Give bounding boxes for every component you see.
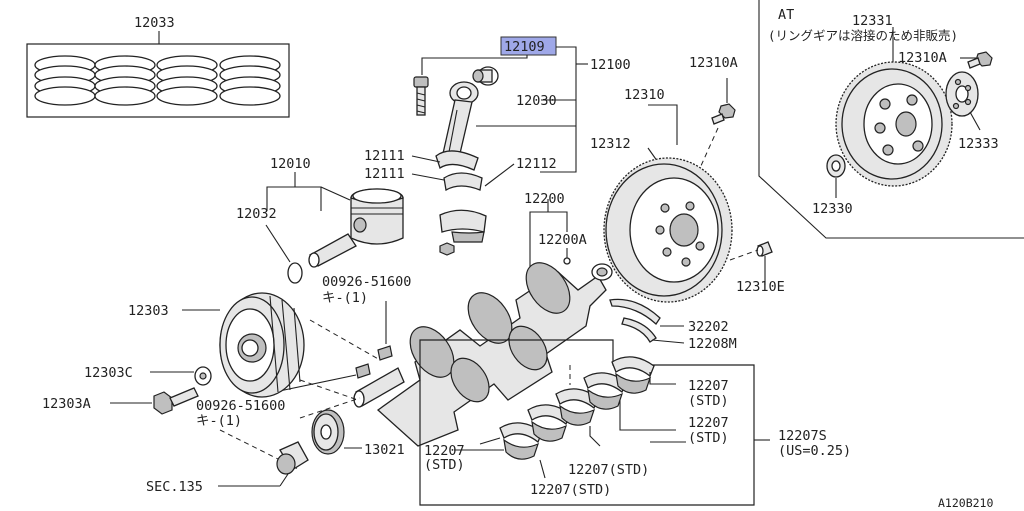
label-at: AT	[778, 7, 794, 23]
piston	[350, 188, 404, 245]
leader-lines	[454, 441, 686, 451]
front-oil-seal[interactable]	[218, 441, 309, 487]
conrod-bolt	[413, 76, 429, 116]
flywheel-dowel	[729, 241, 773, 285]
label-us-note: (US=0.25)	[778, 443, 851, 459]
connecting-rod-group[interactable]	[411, 36, 588, 256]
label-12010: 12010	[270, 156, 311, 172]
label-12303a: 12303A	[42, 396, 91, 412]
label-12200: 12200	[524, 191, 565, 207]
label-12100: 12100	[590, 57, 631, 73]
piston-ring-set-2	[94, 55, 156, 106]
label-12112: 12112	[516, 156, 557, 172]
bearing-shells-upper	[499, 356, 655, 444]
flywheel-mt	[603, 157, 733, 303]
piston-group[interactable]	[265, 172, 404, 284]
label-12207s: 12207S	[778, 428, 827, 444]
label-key-bot: キ-(1)	[196, 413, 242, 429]
label-12032: 12032	[236, 206, 277, 222]
label-std-r1: (STD)	[688, 393, 729, 409]
drive-plate-at	[835, 61, 953, 187]
highlight-box	[500, 36, 557, 56]
label-12303: 12303	[128, 303, 169, 319]
label-12207-mid: 12207(STD)	[568, 462, 649, 478]
part-labels: 12033 12109 12100 12030 12111 12111 1211…	[42, 7, 999, 510]
label-12111-a: 12111	[364, 148, 405, 164]
piston-ring-set-1	[34, 55, 96, 106]
conrod-nut	[439, 242, 455, 256]
small-end-bushing	[472, 66, 499, 86]
crank-sprocket-group[interactable]	[219, 397, 362, 471]
conrod-body	[435, 81, 479, 171]
crank-pilot-bushing	[591, 263, 613, 281]
label-12207-left: 12207	[424, 443, 465, 459]
label-12310a-mt: 12310A	[689, 55, 738, 71]
main-bearings-group[interactable]	[419, 339, 770, 506]
piston-rings-group[interactable]	[26, 31, 290, 118]
label-12310e: 12310E	[736, 279, 785, 295]
crank-pulley	[219, 292, 305, 398]
pin-snap-ring	[287, 262, 303, 284]
label-std-r2: (STD)	[688, 430, 729, 446]
label-12330: 12330	[812, 201, 853, 217]
label-00926-bot: 00926-51600	[196, 398, 285, 414]
flywheel-bolt-mt	[699, 78, 736, 169]
at-reinforce-plate	[945, 71, 981, 131]
conrod-cap	[439, 209, 487, 243]
label-12310: 12310	[624, 87, 665, 103]
label-12312: 12312	[590, 136, 631, 152]
label-std-left: (STD)	[424, 457, 465, 473]
thrust-washers[interactable]	[609, 298, 685, 344]
label-12331: 12331	[852, 13, 893, 29]
label-12109: 12109	[504, 39, 545, 55]
conrod-bearing-upper	[443, 172, 483, 192]
at-bolt	[960, 51, 993, 69]
label-13021: 13021	[364, 442, 405, 458]
label-sec135: SEC.135	[146, 479, 203, 495]
label-12310a-at: 12310A	[898, 50, 947, 66]
label-00926-top: 00926-51600	[322, 274, 411, 290]
piston-ring-set-4	[219, 55, 281, 106]
label-key-top: キ-(1)	[322, 290, 368, 306]
at-section[interactable]	[758, 0, 1024, 239]
at-note: (リングギアは溶接のため非販売)	[768, 28, 958, 43]
label-12208m: 12208M	[688, 336, 737, 352]
bearing-shells-lower	[503, 372, 651, 460]
label-32202: 32202	[688, 319, 729, 335]
label-12207-r2: 12207	[688, 415, 729, 431]
flywheel-mt-group[interactable]	[603, 78, 773, 303]
crank-pulley-group[interactable]	[182, 292, 381, 401]
label-12030: 12030	[516, 93, 557, 109]
label-12200a: 12200A	[538, 232, 587, 248]
label-12111-b: 12111	[364, 166, 405, 182]
label-12303c: 12303C	[84, 365, 133, 381]
label-12207-bottom: 12207(STD)	[530, 482, 611, 498]
pulley-washer-bolt[interactable]	[110, 366, 212, 415]
piston-pin	[308, 233, 357, 268]
label-12207-r1: 12207	[688, 378, 729, 394]
label-12333: 12333	[958, 136, 999, 152]
diagram-id-code: A120B210	[938, 496, 993, 510]
label-12033: 12033	[134, 15, 175, 31]
piston-ring-set-3	[156, 55, 218, 106]
at-spacer	[826, 154, 846, 198]
